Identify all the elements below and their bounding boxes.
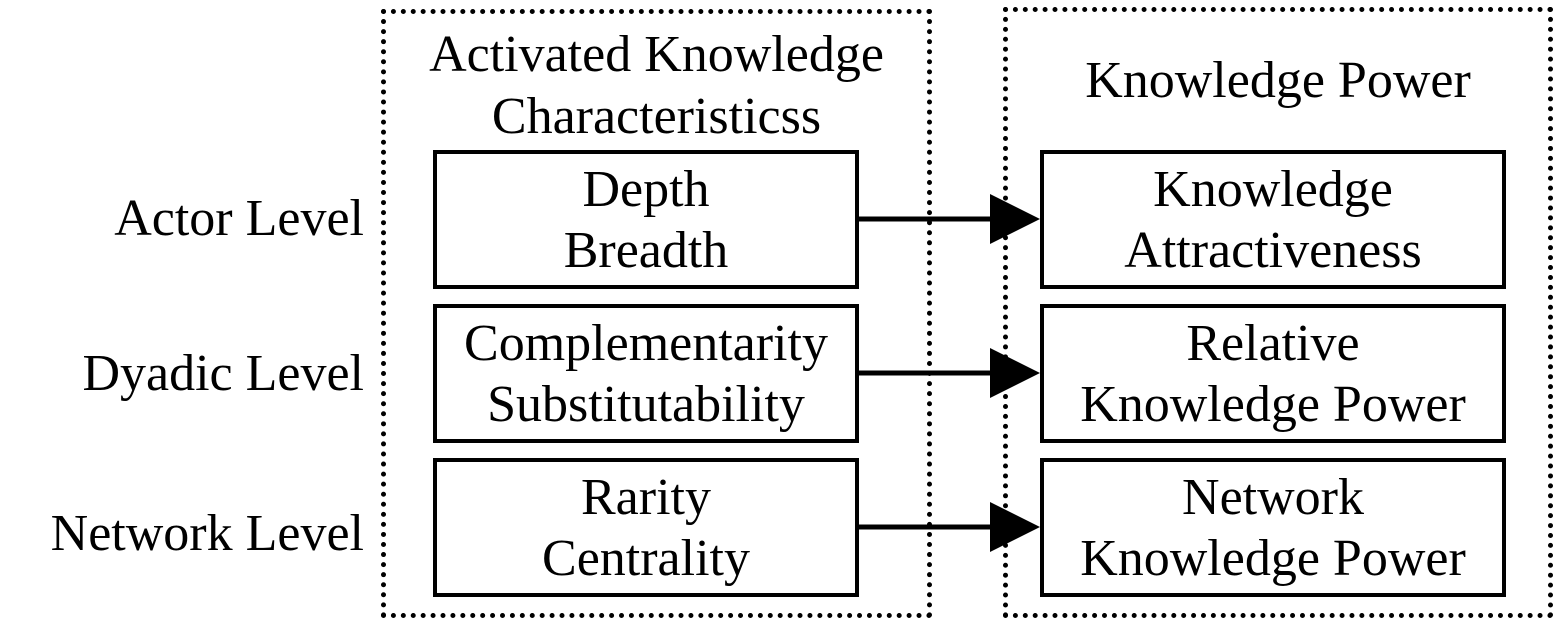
box-rarity-centrality-line1: Rarity [581,468,711,526]
level-label-dyadic: Dyadic Level [82,345,364,402]
activated-knowledge-title-line2: Characteristicss [491,88,822,145]
level-label-network: Network Level [50,505,364,562]
box-relative-knowledge-power-line1: Relative [1186,314,1360,372]
activated-knowledge-title-line1: Activated Knowledge [429,26,884,83]
box-rarity-centrality-line2: Centrality [542,529,750,587]
box-depth-breadth-line1: Depth [582,160,710,218]
box-depth-breadth: Depth Breadth [433,150,859,289]
box-complementarity-line1: Complementarity [464,314,828,372]
box-knowledge-attractiveness: Knowledge Attractiveness [1040,150,1506,289]
box-network-knowledge-power: Network Knowledge Power [1040,458,1506,597]
box-knowledge-attractiveness-line2: Attractiveness [1124,221,1422,279]
knowledge-power-title: Knowledge Power [1085,52,1471,109]
activated-knowledge-group: Activated Knowledge Characteristicss [381,9,932,618]
box-rarity-centrality: Rarity Centrality [433,458,859,597]
box-network-knowledge-power-line1: Network [1182,468,1364,526]
box-knowledge-attractiveness-line1: Knowledge [1153,160,1393,218]
box-complementarity-line2: Substitutability [487,375,805,433]
box-relative-knowledge-power-line2: Knowledge Power [1080,375,1466,433]
knowledge-power-group: Knowledge Power [1003,7,1553,618]
level-label-actor: Actor Level [114,190,364,247]
box-relative-knowledge-power: Relative Knowledge Power [1040,304,1506,443]
box-depth-breadth-line2: Breadth [563,221,729,279]
box-network-knowledge-power-line2: Knowledge Power [1080,529,1466,587]
box-complementarity-substitutability: Complementarity Substitutability [433,304,859,443]
